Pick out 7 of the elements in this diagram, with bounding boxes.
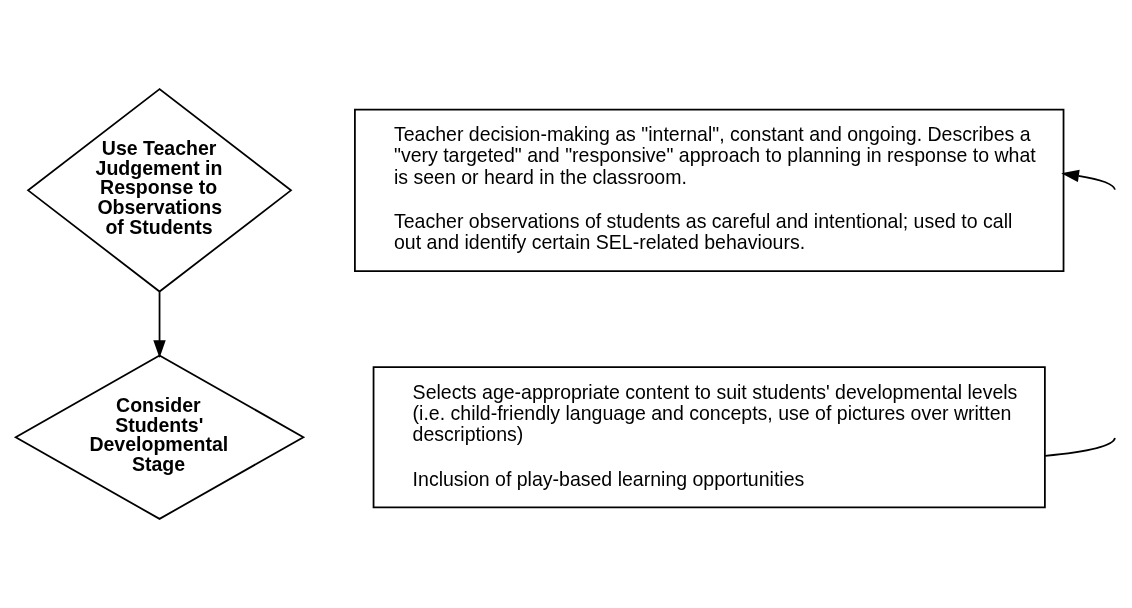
node-box: Teacher decision-making as "internal", constant and ongoing. Describes a "very targeted" and "responsive" approach to planning in response to what is seen or heard in the classroom. Teacher observations of students as careful and intentional; used to call out and identify certain SEL-related behaviours. xyxy=(354,108,1065,273)
arrow xyxy=(1061,169,1116,191)
node-diamond: Consider Students' Developmental Stage xyxy=(13,354,306,520)
connector xyxy=(1044,437,1116,457)
node-box: Selects age-appropriate content to suit students' developmental levels (i.e. child-friendly language and concepts, use of pictures over written descriptions) Inclusion of play-based learning opportunities xyxy=(372,366,1046,509)
node-diamond: Use Teacher Judgement in Response to Observations of Students xyxy=(26,87,293,293)
arrow xyxy=(153,291,166,358)
